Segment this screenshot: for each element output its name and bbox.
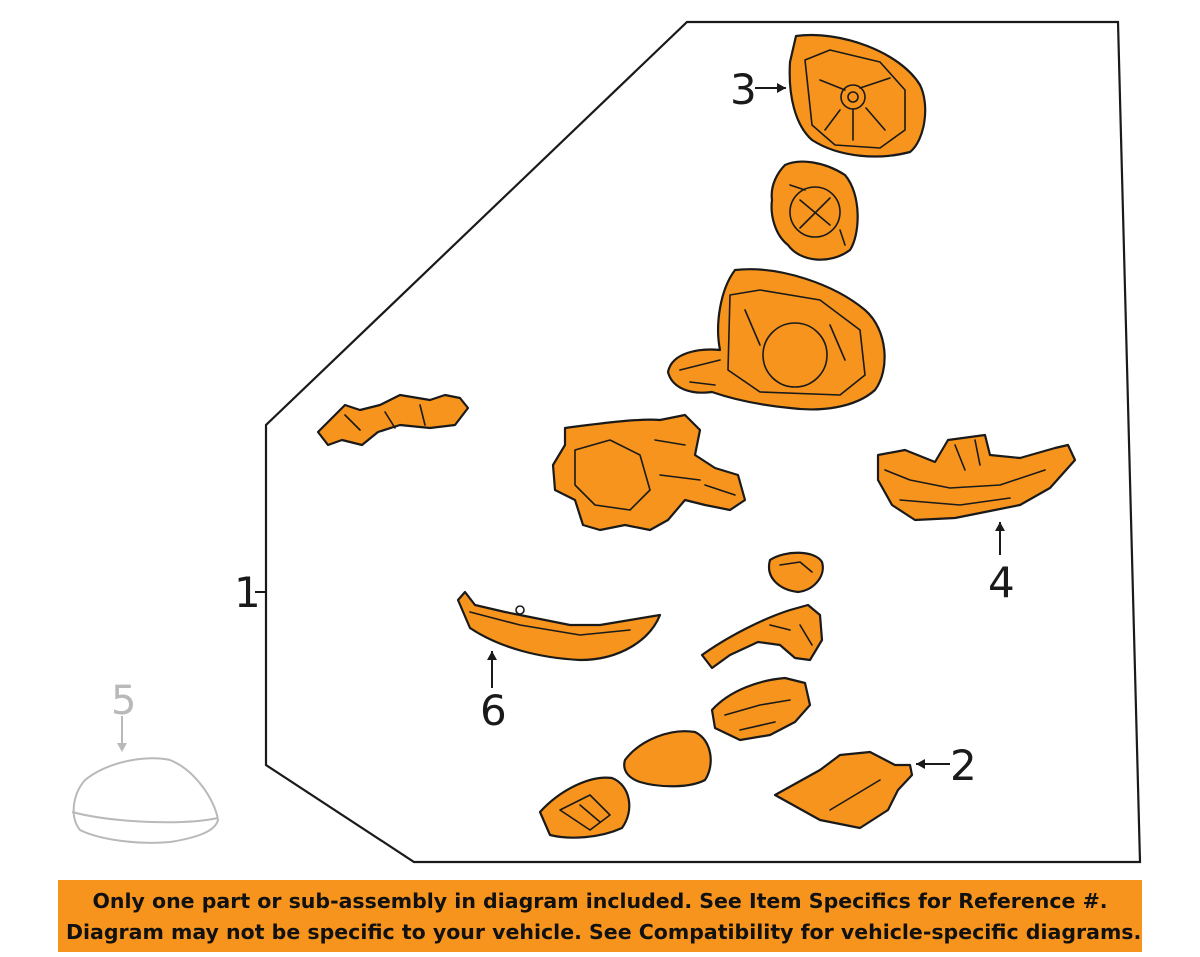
disclaimer-line-2: Diagram may not be specific to your vehi… — [66, 920, 1142, 944]
small-cover — [767, 551, 824, 594]
wiring-arm — [700, 603, 824, 670]
callout-arrows — [117, 83, 1005, 769]
assembly-boundary — [264, 20, 1142, 864]
part-2-lower-cover — [773, 750, 914, 830]
disclaimer-line-1: Only one part or sub-assembly in diagram… — [92, 889, 1108, 913]
callout-5: 5 — [111, 678, 136, 724]
mirror-base — [551, 413, 747, 532]
part-6-lamp-strip — [456, 590, 662, 662]
mount-bracket — [316, 393, 470, 447]
callout-2: 2 — [950, 741, 977, 790]
callout-4: 4 — [988, 558, 1015, 607]
mirror-housing — [666, 268, 886, 411]
part-5-mirror-cap — [71, 757, 220, 844]
callout-1: 1 — [234, 568, 261, 617]
part-3-mirror-glass — [788, 34, 927, 158]
part-4-turn-signal-lamp — [876, 433, 1077, 522]
callout-3: 3 — [730, 65, 757, 114]
bottom-lamp — [538, 776, 631, 839]
callout-6: 6 — [480, 686, 507, 735]
cover-pad — [623, 730, 712, 788]
lower-housing — [710, 676, 812, 742]
disclaimer-banner: Only one part or sub-assembly in diagram… — [58, 880, 1142, 952]
mirror-actuator — [770, 160, 859, 261]
